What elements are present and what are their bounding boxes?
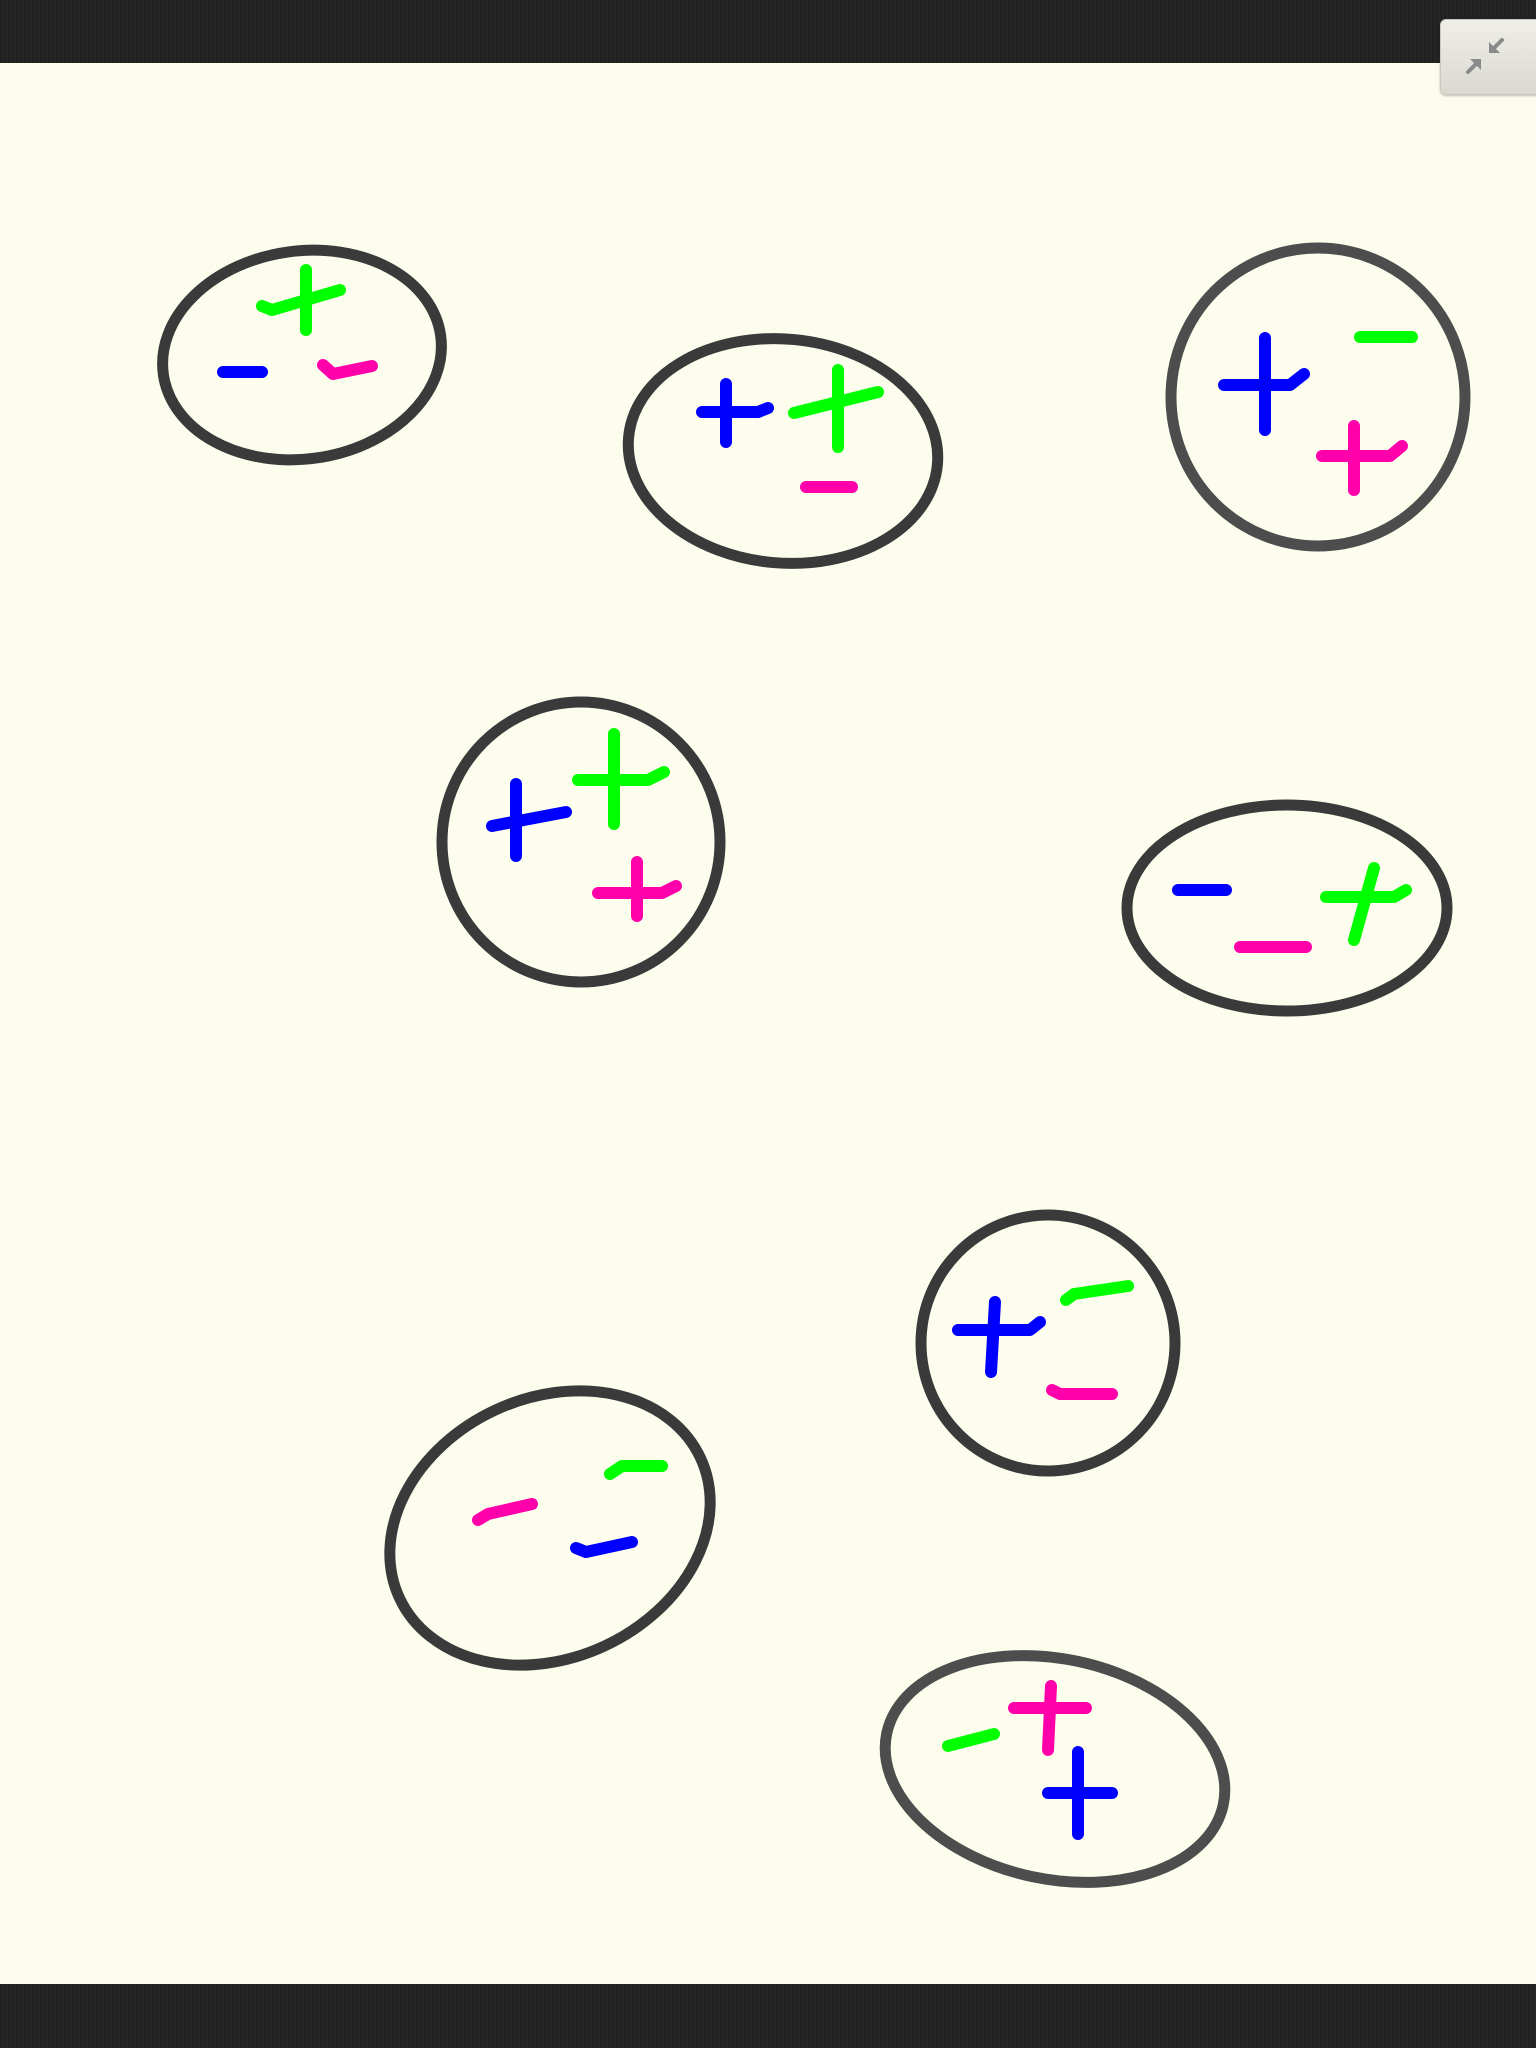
blue-plus-stroke: [486, 778, 572, 862]
charge-group-3: [1165, 242, 1471, 552]
group-8-circle: [879, 1650, 1231, 1888]
group-1-circle: [157, 244, 447, 466]
blue-plus-stroke: [1218, 332, 1310, 436]
charge-group-8: [879, 1650, 1231, 1888]
magenta-minus-stroke: [1046, 1384, 1118, 1400]
green-minus-stroke: [604, 1460, 668, 1480]
charge-group-5: [1121, 799, 1453, 1017]
group-5-circle: [1121, 799, 1453, 1017]
charge-group-1: [157, 244, 447, 466]
exit-fullscreen-button[interactable]: [1440, 19, 1536, 95]
magenta-plus-stroke: [1316, 420, 1408, 496]
bottom-toolbar: [0, 1984, 1536, 2048]
group-2-circle: [622, 333, 944, 569]
green-minus-stroke: [1060, 1280, 1134, 1306]
magenta-plus-stroke: [592, 856, 682, 922]
group-4-circle: [436, 696, 726, 988]
charge-group-7: [384, 1385, 716, 1671]
top-toolbar: [0, 0, 1536, 63]
exit-fullscreen-icon: [1466, 38, 1504, 74]
charge-group-4: [436, 696, 726, 988]
blue-plus-stroke: [1042, 1746, 1118, 1840]
blue-plus-stroke: [952, 1296, 1046, 1378]
charge-group-2: [622, 333, 944, 569]
group-7-circle: [384, 1385, 716, 1671]
charge-group-6: [915, 1209, 1181, 1477]
green-plus-stroke: [1320, 862, 1412, 946]
blue-minus-stroke: [570, 1536, 638, 1558]
green-plus-stroke: [256, 264, 346, 336]
blue-plus-stroke: [696, 378, 774, 448]
green-plus-stroke: [788, 364, 884, 453]
group-6-circle: [915, 1209, 1181, 1477]
group-3-circle: [1165, 242, 1471, 552]
magenta-minus-stroke: [472, 1498, 538, 1526]
magenta-plus-stroke: [1008, 1680, 1092, 1756]
magenta-minus-stroke: [317, 359, 378, 380]
green-minus-stroke: [942, 1728, 1000, 1752]
green-plus-stroke: [572, 728, 670, 830]
